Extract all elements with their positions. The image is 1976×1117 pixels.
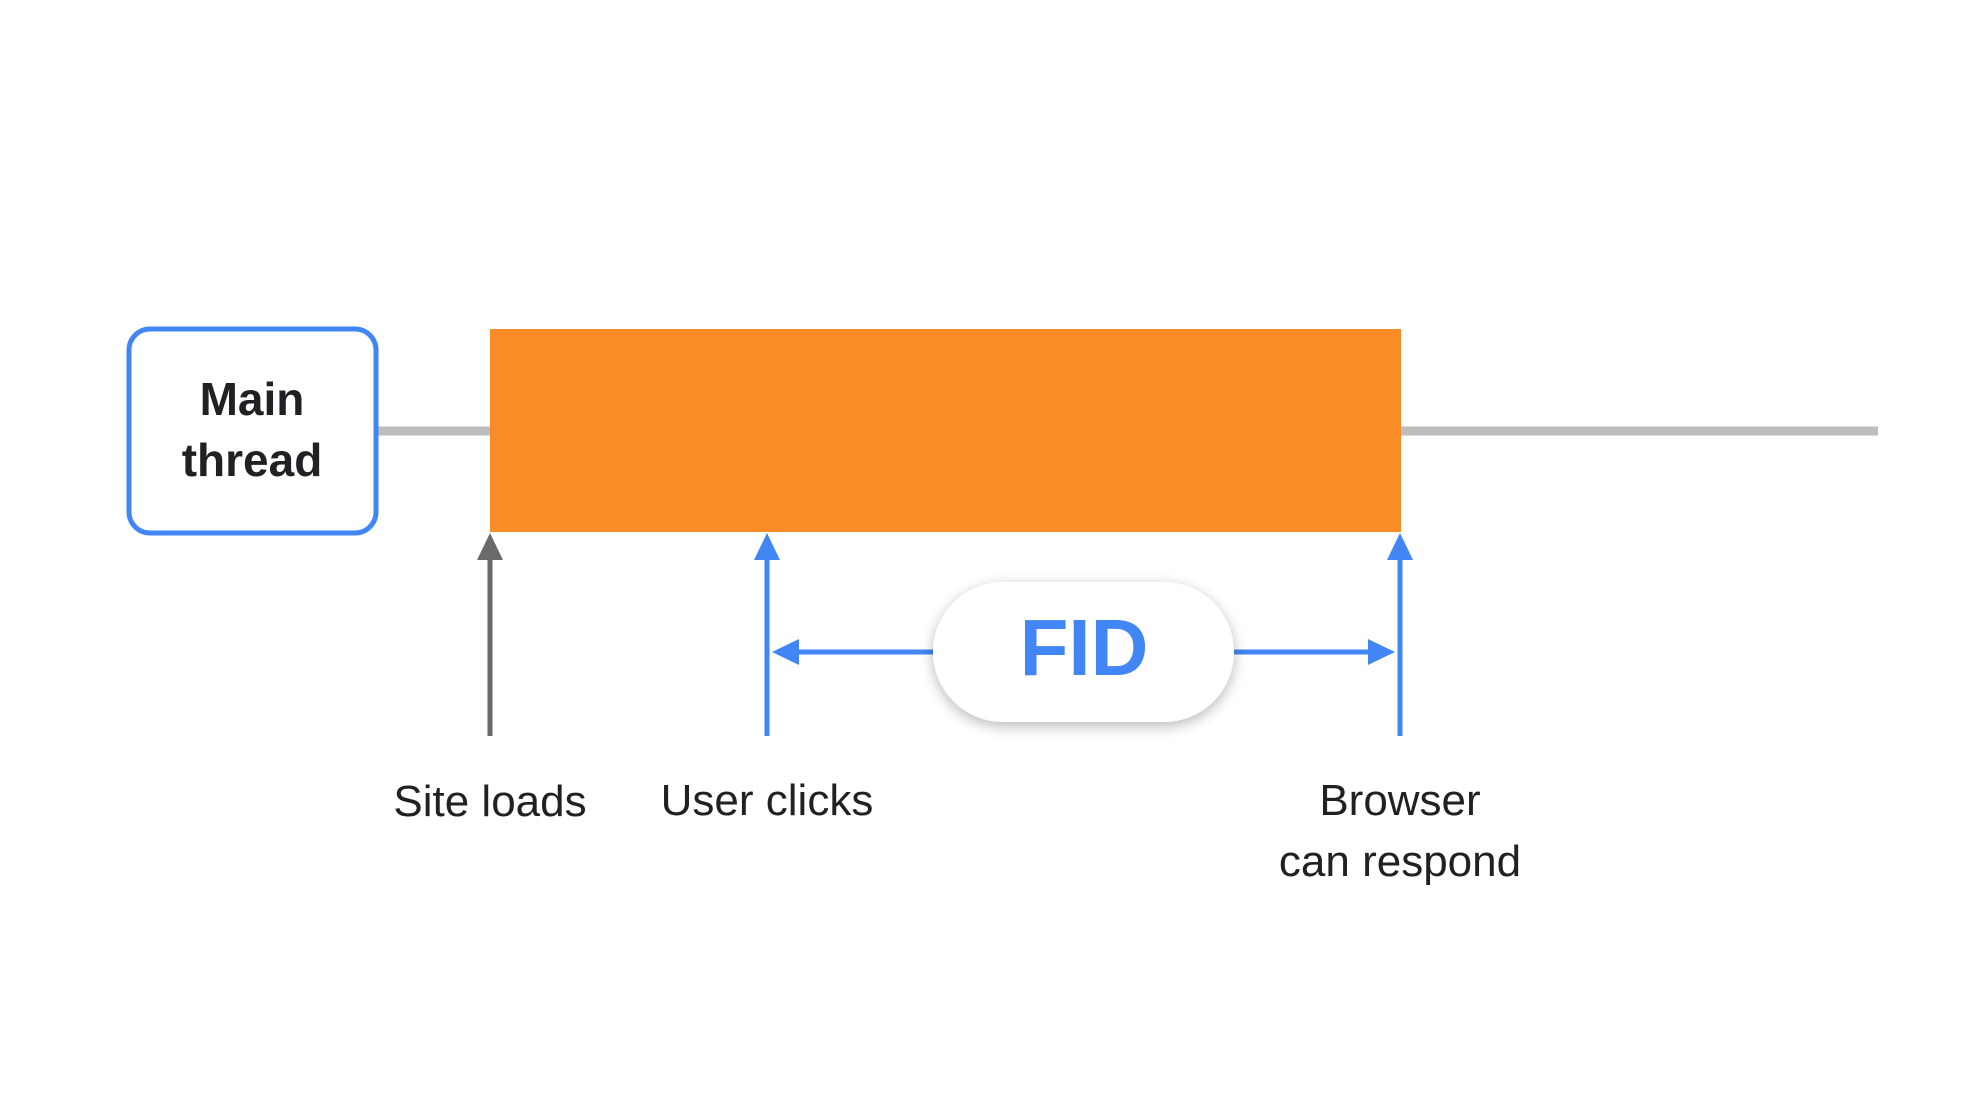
fid-pill: FID <box>933 582 1234 722</box>
site-loads-marker <box>477 533 503 736</box>
main-thread-label-line2: thread <box>182 434 323 486</box>
main-thread-box <box>126 326 379 536</box>
site-loads-arrowhead-icon <box>477 533 503 560</box>
browser-can-respond-marker <box>1387 533 1413 736</box>
fid-pill-background <box>933 582 1234 722</box>
user-clicks-arrowhead-icon <box>754 533 780 560</box>
site-loads-label: Site loads <box>393 777 586 826</box>
user-clicks-label: User clicks <box>661 776 874 825</box>
fid-span-right-arrowhead-icon <box>1368 639 1395 665</box>
browser-can-respond-label-line1: Browser <box>1319 776 1480 825</box>
fid-label: FID <box>1020 603 1149 692</box>
browser-can-respond-label-line2: can respond <box>1279 837 1521 886</box>
main-thread-label-line1: Main <box>200 373 305 425</box>
user-clicks-marker <box>754 533 780 736</box>
fid-span-left-arrowhead-icon <box>772 639 799 665</box>
main-thread-label-box: Main thread <box>126 326 379 536</box>
fid-span <box>772 639 1395 665</box>
long-task-block <box>490 329 1401 532</box>
browser-can-respond-arrowhead-icon <box>1387 533 1413 560</box>
